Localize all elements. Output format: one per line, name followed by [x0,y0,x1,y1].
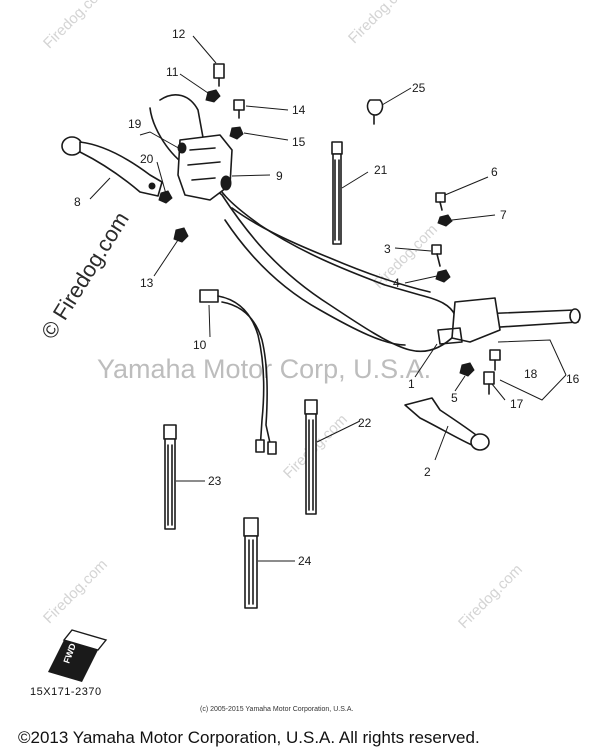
callout-24: 24 [298,554,312,568]
callout-14: 14 [292,103,306,117]
callout-13: 13 [140,276,154,290]
callout-25: 25 [412,81,426,95]
callout-1: 1 [408,377,415,391]
forward-arrow-icon: FWD [48,629,108,682]
callout-9: 9 [276,169,283,183]
callout-11: 11 [166,65,179,79]
brake-lever-part [404,397,490,451]
footer-copyright: ©2013 Yamaha Motor Corporation, U.S.A. A… [18,728,480,747]
footer-copyright-small: (c) 2005-2015 Yamaha Motor Corporation, … [200,706,354,713]
callout-8: 8 [74,195,81,209]
handlebar-part [149,94,581,353]
left-lever-holder-part [177,134,233,201]
cable-tie-22 [304,399,318,515]
callout-17: 17 [510,397,524,411]
callout-3: 3 [384,242,391,256]
cable-tie-24 [243,517,259,609]
right-lever-holder-part [437,297,501,345]
callout-15: 15 [292,135,306,149]
callout-2: 2 [424,465,431,479]
clutch-cable-part [199,289,277,455]
callout-21: 21 [374,163,388,177]
callout-19: 19 [128,117,142,131]
callout-22: 22 [358,416,372,430]
leader-lines [89,35,567,562]
callout-20: 20 [140,152,154,166]
cable-tie-21 [331,141,343,245]
cable-tie-23 [163,424,177,530]
callout-labels: 12 11 14 15 25 21 9 19 20 8 13 10 6 7 3 … [74,27,580,568]
callout-7: 7 [500,208,507,222]
clip-part [366,99,384,125]
callout-10: 10 [193,338,207,352]
clutch-lever-part [61,136,163,197]
callout-12: 12 [172,27,186,41]
drawing-number: 15X171-2370 [30,686,102,698]
callout-5: 5 [451,391,458,405]
callout-6: 6 [491,165,498,179]
fasteners-group [158,63,501,395]
callout-23: 23 [208,474,222,488]
callout-18: 18 [524,367,538,381]
callout-4: 4 [393,276,400,290]
callout-16: 16 [566,372,580,386]
